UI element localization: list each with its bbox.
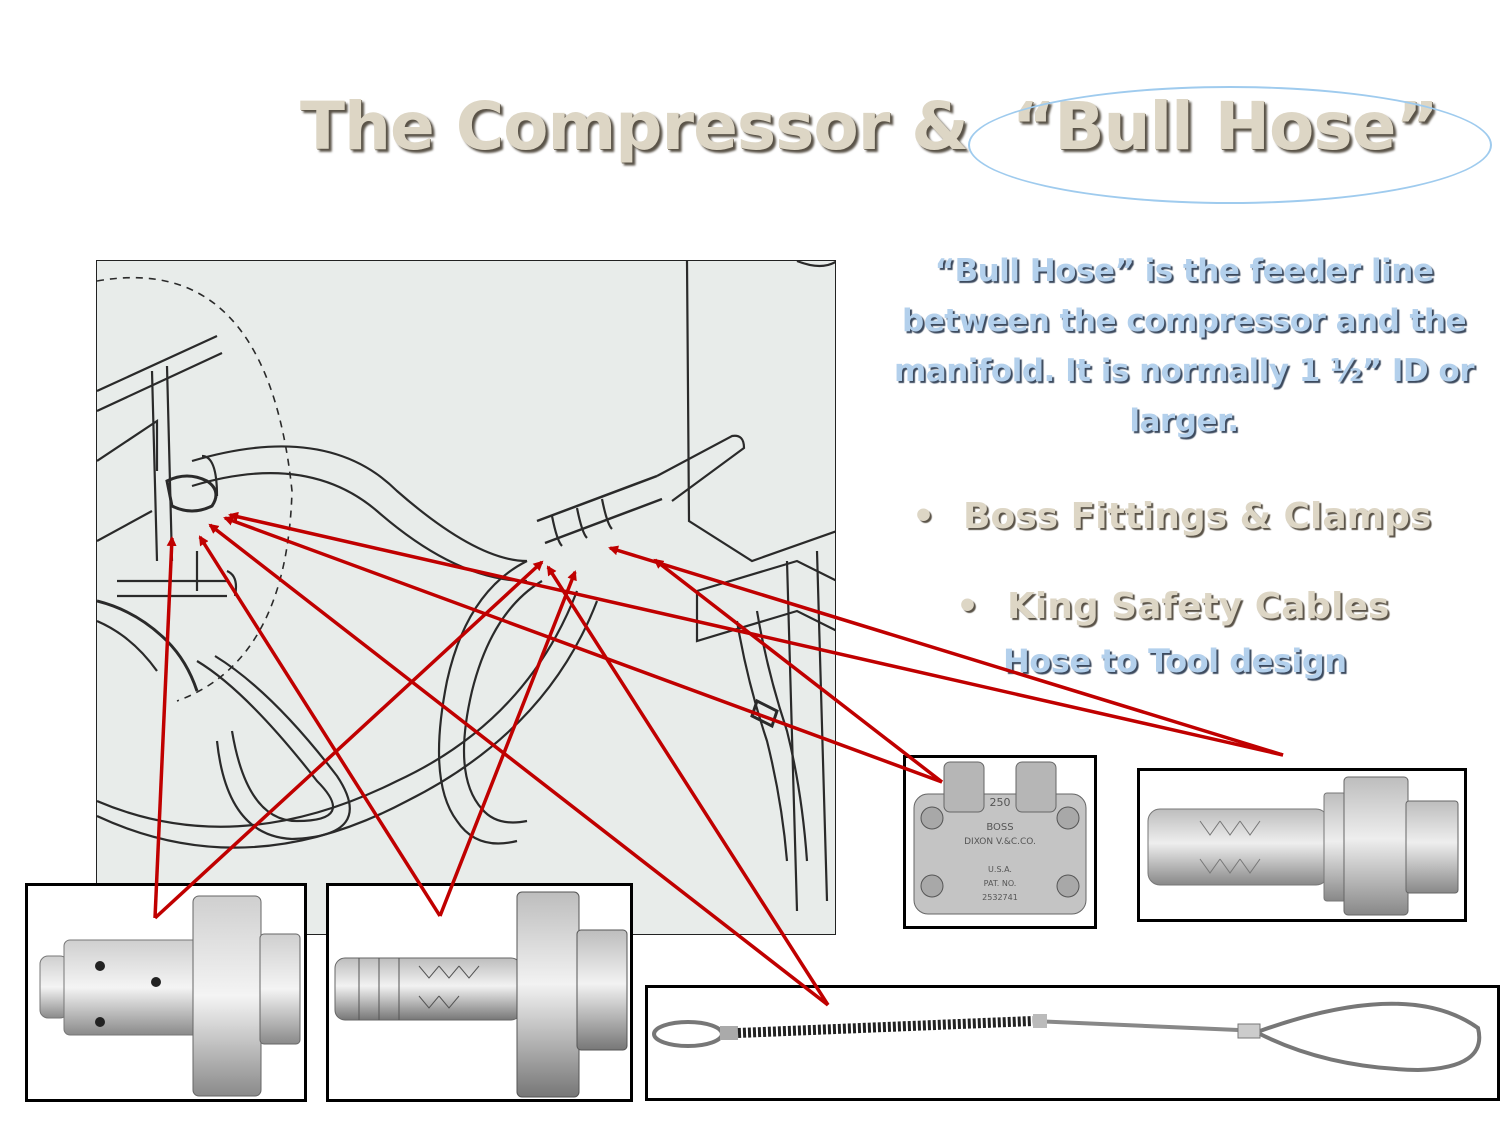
bullet-text: Boss Fittings & Clamps: [963, 496, 1432, 537]
clamp-stamp-5: 2532741: [982, 893, 1018, 902]
compressor-line-drawing: [96, 260, 836, 935]
clamp-stamp-2: DIXON V.&C.CO.: [964, 837, 1036, 847]
hose-stem-fitting-photo: [326, 883, 633, 1102]
highlight-oval: [968, 86, 1492, 204]
king-safety-cable-photo: [645, 985, 1500, 1101]
boss-clamp-photo: 250 BOSS DIXON V.&C.CO. U.S.A. PAT. NO. …: [903, 755, 1097, 929]
bullet-boss-fittings: • Boss Fittings & Clamps: [912, 496, 1431, 537]
sub-bullet-hose-to-tool: Hose to Tool design: [1003, 642, 1347, 680]
clamp-stamp-4: PAT. NO.: [984, 879, 1017, 888]
bullet-dot: •: [956, 586, 980, 627]
clamp-stamp-1: BOSS: [986, 822, 1013, 833]
crow-foot-coupling-photo: [25, 883, 307, 1102]
bullet-text: King Safety Cables: [1007, 586, 1390, 627]
bullet-king-cables: • King Safety Cables: [956, 586, 1389, 627]
title-part-1: The Compressor &: [300, 88, 969, 165]
bull-hose-description: “Bull Hose” is the feeder line between t…: [894, 253, 1475, 439]
clamp-marking: 250: [990, 796, 1011, 809]
clamp-stamp-3: U.S.A.: [988, 865, 1012, 874]
bullet-dot: •: [912, 496, 936, 537]
male-threaded-hose-fitting-photo: [1137, 768, 1467, 922]
